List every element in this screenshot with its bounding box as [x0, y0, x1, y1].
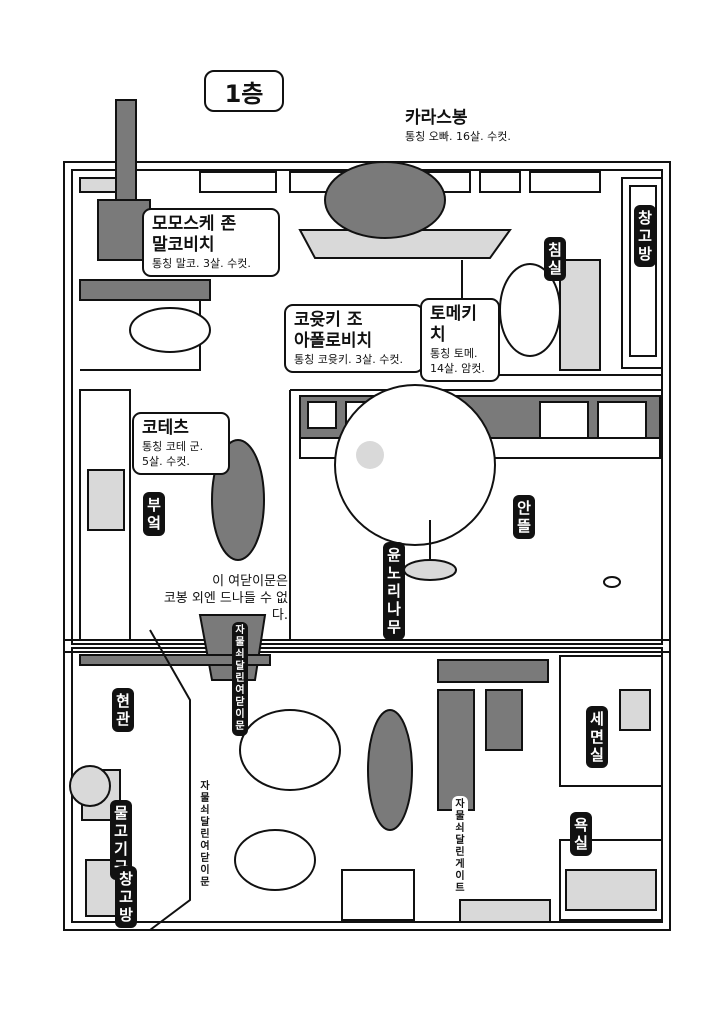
cat-info: 통칭 코윳키. 3살. 수컷. [294, 353, 403, 366]
cat-info: 통칭 오빠. 16살. 수컷. [405, 130, 511, 143]
cat-info-line1: 통칭 코테 군. [142, 440, 204, 453]
cat-name-line2: 아폴로비치 [294, 331, 373, 351]
floor-label: 1층 [204, 70, 284, 112]
door-note-line2: 코봉 외엔 드나들 수 없다. [163, 591, 288, 623]
cat-label-momosuke: 모모스케 존 말코비치 통칭 말코. 3살. 수컷. [142, 208, 280, 277]
cat-name: 코테츠 [142, 418, 189, 438]
cat-info-line1: 통칭 토메. [430, 347, 478, 360]
room-tag-storage-top: 창고방 [634, 205, 656, 267]
cat-info-line2: 14살. 암컷. [430, 362, 485, 375]
room-tag-washroom: 세면실 [586, 706, 608, 768]
cat-name: 카라스봉 [405, 108, 468, 128]
room-tag-bedroom: 침실 [544, 237, 566, 281]
room-tag-kitchen: 부엌 [143, 492, 165, 536]
cat-name: 토메키치 [430, 304, 477, 345]
cat-info-line2: 5살. 수컷. [142, 455, 190, 468]
door-tag-kitchen: 자물쇠 달린 여닫이문 [232, 622, 248, 736]
gate-tag-bath: 자물쇠 달린 게이트 [452, 796, 468, 898]
room-tag-courtyard: 안뜰 [513, 495, 535, 539]
cat-info: 통칭 말코. 3살. 수컷. [152, 257, 251, 270]
room-tag-bathroom: 욕실 [570, 812, 592, 856]
room-tag-entrance: 현관 [112, 688, 134, 732]
door-note: 이 여닫이문은 코봉 외엔 드나들 수 없다. [160, 573, 288, 624]
cat-label-tomekichi: 토메키치 통칭 토메. 14살. 암컷. [420, 298, 500, 382]
door-note-line1: 이 여닫이문은 [212, 574, 288, 589]
room-tag-storage-bottom: 창고방 [115, 866, 137, 928]
cat-label-kotetsu: 코테츠 통칭 코테 군. 5살. 수컷. [132, 412, 230, 475]
room-tag-tree: 윤노리나무 [383, 542, 405, 640]
cat-name-line1: 코윳키 조 [294, 310, 363, 330]
cat-name-line2: 말코비치 [152, 235, 215, 255]
cat-label-karasubong: 카라스봉 통칭 오빠. 16살. 수컷. [405, 108, 511, 144]
door-tag-hall: 자물쇠 달린 여닫이문 [197, 778, 213, 892]
cat-label-koyuki: 코윳키 조 아폴로비치 통칭 코윳키. 3살. 수컷. [284, 304, 424, 373]
cat-name-line1: 모모스케 존 [152, 214, 237, 234]
